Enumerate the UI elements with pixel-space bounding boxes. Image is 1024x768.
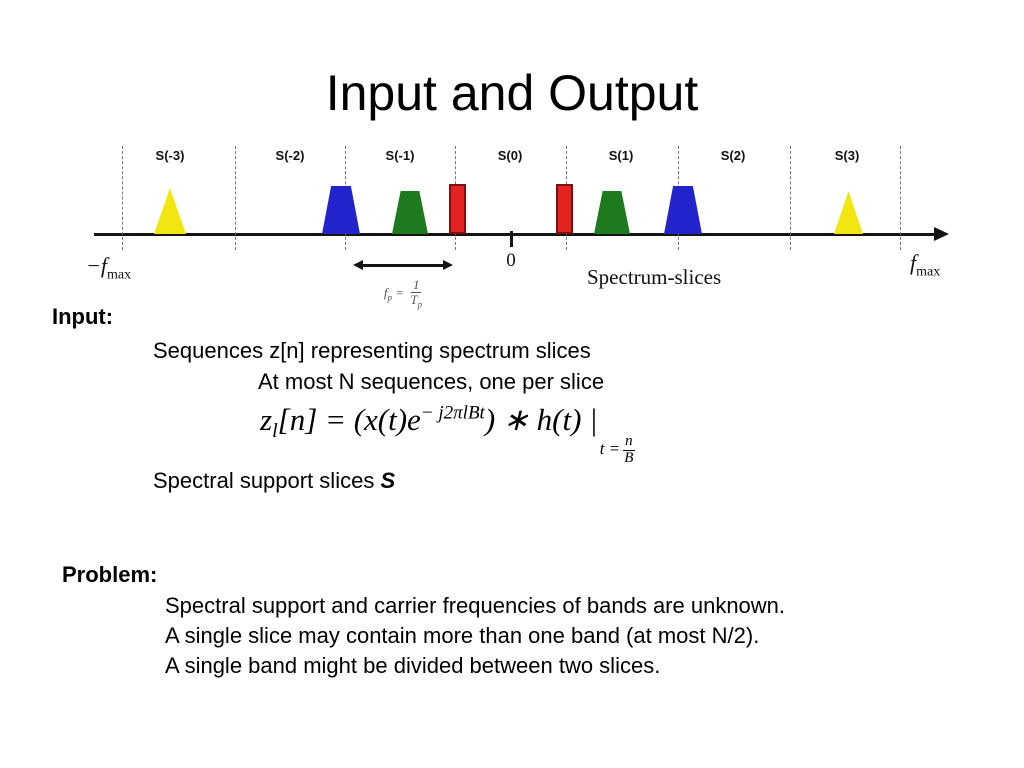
fmax-main: f — [910, 250, 917, 275]
fp-denominator: Tp — [410, 291, 423, 310]
spectral-support-text: Spectral support slices — [153, 468, 381, 493]
slice-boundary-dashed-line — [122, 146, 123, 250]
band-blue-trapezoid-right — [664, 186, 702, 234]
slice-label: S(-1) — [385, 148, 415, 163]
frequency-axis — [94, 233, 936, 236]
fp-numerator: 1 — [410, 277, 422, 293]
input-line-at-most-n: At most N sequences, one per slice — [258, 369, 605, 394]
axis-label-fmax: fmax — [910, 250, 940, 280]
formula-limit-var: t = — [599, 439, 621, 458]
slide-title: Input and Output — [325, 65, 699, 121]
problem-heading: Problem: — [62, 562, 158, 587]
formula-mid1: [n] = (x(t)e — [277, 402, 421, 437]
band-red-bar-right — [556, 184, 573, 234]
problem-line-3: A single band might be divided between t… — [165, 653, 661, 678]
fp-equals: = — [392, 284, 408, 300]
slice-label: S(0) — [497, 148, 523, 163]
band-green-trapezoid-left — [392, 191, 428, 234]
slice-boundary-dashed-line — [790, 146, 791, 250]
problem-line-1: Spectral support and carrier frequencies… — [165, 593, 786, 618]
axis-label-neg-fmax: −fmax — [86, 253, 131, 283]
input-line-spectral-support: Spectral support slices S — [153, 468, 395, 494]
zero-label: 0 — [506, 250, 516, 271]
slice-width-arrow — [362, 264, 444, 267]
fp-den-symbol: T — [410, 291, 418, 307]
formula-limit-numerator: n — [623, 432, 635, 451]
neg-fmax-sub: max — [106, 267, 132, 283]
slice-label: S(3) — [834, 148, 860, 163]
slice-label: S(2) — [720, 148, 746, 163]
slice-boundary-dashed-line — [900, 146, 901, 250]
band-blue-trapezoid-left — [322, 186, 360, 234]
neg-fmax-main: −f — [86, 253, 107, 278]
slice-boundary-dashed-line — [235, 146, 236, 250]
frequency-axis-arrowhead — [934, 227, 949, 241]
slice-label: S(-2) — [275, 148, 305, 163]
input-heading: Input: — [52, 304, 114, 329]
slice-width-arrow-right-head — [443, 260, 453, 270]
fmax-sub: max — [916, 264, 941, 280]
formula-mid2: ) ∗ h(t) | — [484, 402, 598, 437]
spectrum-slices-label: Spectrum-slices — [587, 265, 722, 289]
fp-den-subscript: p — [417, 299, 423, 310]
formula-z: z — [260, 402, 273, 437]
band-red-bar-left — [449, 184, 466, 234]
formula-z-subscript: l — [272, 420, 278, 443]
formula-exponent: − j2πlBt — [420, 402, 485, 424]
fp-symbol: f — [383, 284, 388, 300]
zero-tick — [510, 231, 513, 247]
band-yellow-triangle-right — [834, 191, 863, 234]
problem-line-2: A single slice may contain more than one… — [165, 623, 760, 648]
input-line-sequences: Sequences z[n] representing spectrum sli… — [153, 338, 591, 363]
band-yellow-triangle-left — [154, 188, 186, 234]
spectral-support-s-symbol: S — [380, 468, 396, 493]
slice-label: S(-3) — [155, 148, 185, 163]
slice-label: S(1) — [608, 148, 634, 163]
slice-width-arrow-left-head — [353, 260, 363, 270]
formula-limit-denominator: B — [624, 449, 634, 466]
band-green-trapezoid-right — [594, 191, 630, 234]
fp-subscript: p — [387, 292, 393, 303]
